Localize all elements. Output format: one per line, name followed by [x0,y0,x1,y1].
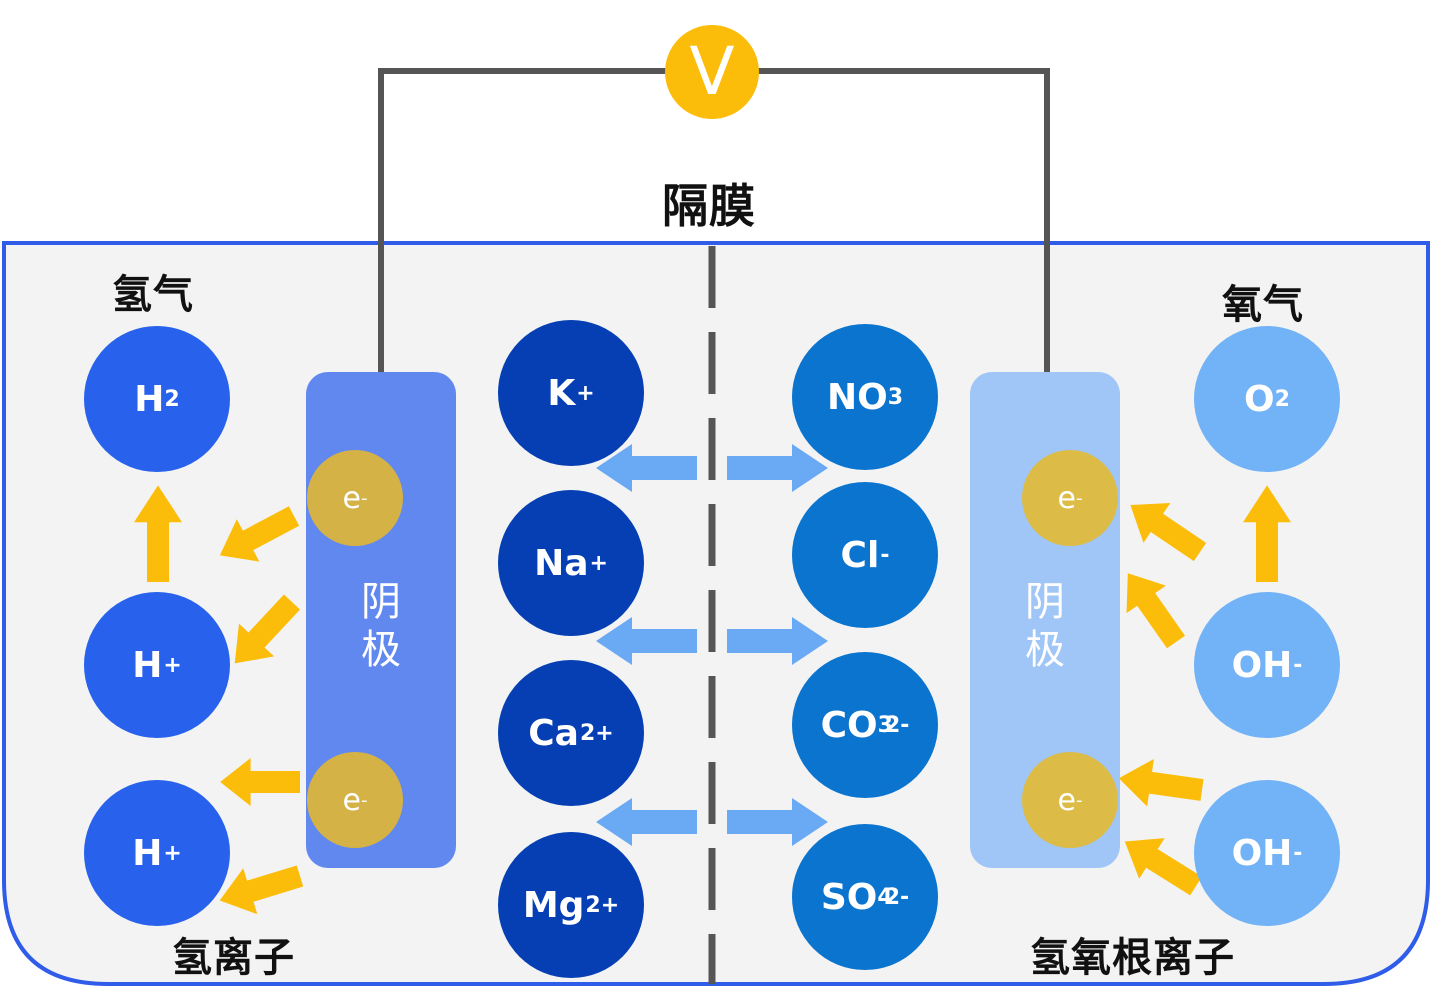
voltmeter [665,25,759,119]
anion-arrow-1 [727,444,828,492]
electron: e- [307,450,403,546]
oxygen-gas-label: 氧气 [1222,282,1304,328]
cation-sodium: Na+ [498,490,644,636]
right-electrode-label-line1: 阴 [1025,579,1065,625]
left-electrode-label: 阴 极 [356,578,406,674]
cation-potassium: K+ [498,320,644,466]
cation-arrow-3 [596,798,697,846]
wire-left [378,68,668,372]
electron: e- [1022,450,1118,546]
voltmeter-symbol: V [689,33,735,110]
membrane-label: 隔膜 [662,179,756,233]
wire-right [756,68,1050,372]
electron: e- [307,752,403,848]
cation-arrow-1 [596,444,697,492]
anion-arrow-2 [727,617,828,665]
cation-arrow-2 [596,617,697,665]
left-electrode-label-line2: 极 [361,627,401,673]
hydroxide-ion-label: 氢氧根离子 [1030,935,1235,981]
hydrogen-ion-label: 氢离子 [172,935,295,981]
anion-chloride: Cl- [792,482,938,628]
hydroxide-ion: OH- [1194,780,1340,926]
hydroxide-ion: OH- [1194,592,1340,738]
hydrogen-ion: H+ [84,780,230,926]
hydrogen-ion: H+ [84,592,230,738]
left-electrode-label-line1: 阴 [361,579,401,625]
ion-migration-arrows [596,444,828,846]
right-electrode-label: 阴 极 [1020,578,1070,674]
right-electrode-label-line2: 极 [1025,627,1065,673]
anion-arrow-3 [727,798,828,846]
electron: e- [1022,752,1118,848]
hydrogen-gas-label: 氢气 [112,272,194,318]
